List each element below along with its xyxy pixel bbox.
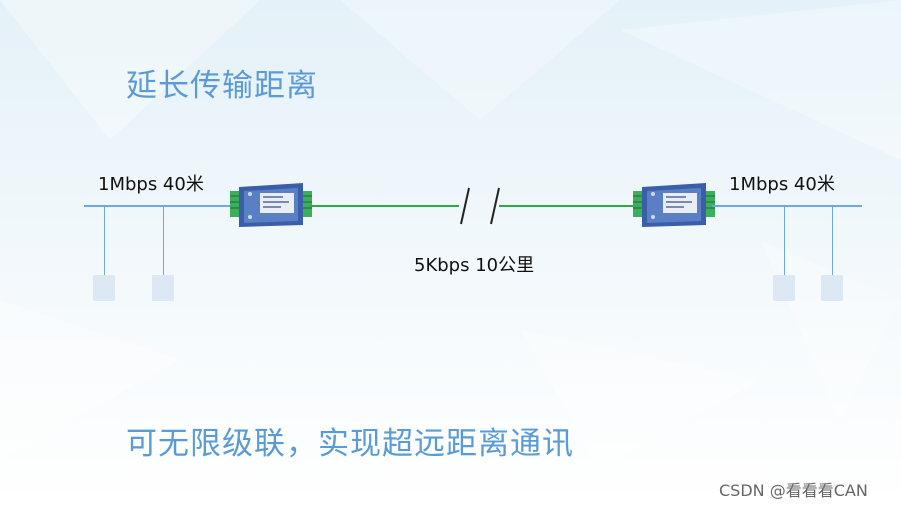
right-bus-line [712,205,862,207]
link-label: 5Kbps 10公里 [414,255,535,276]
left-node-2 [152,275,174,301]
long-distance-link [309,187,639,225]
right-node-2 [821,275,843,301]
watermark: CSDN @看看看CAN [719,481,868,500]
slide-subtitle: 可无限级联，实现超远距离通讯 [126,426,574,462]
slide-title: 延长传输距离 [126,68,318,104]
left-bus-line [84,205,234,207]
left-drop-line-2 [163,206,164,276]
left-drop-line-1 [104,206,105,276]
right-can-repeater [633,183,715,227]
left-node-1 [93,275,115,301]
left-can-repeater [230,183,312,227]
right-drop-line-1 [784,206,785,276]
left-bus-label: 1Mbps 40米 [98,174,204,195]
right-node-1 [773,275,795,301]
right-bus-label: 1Mbps 40米 [729,174,835,195]
right-drop-line-2 [832,206,833,276]
